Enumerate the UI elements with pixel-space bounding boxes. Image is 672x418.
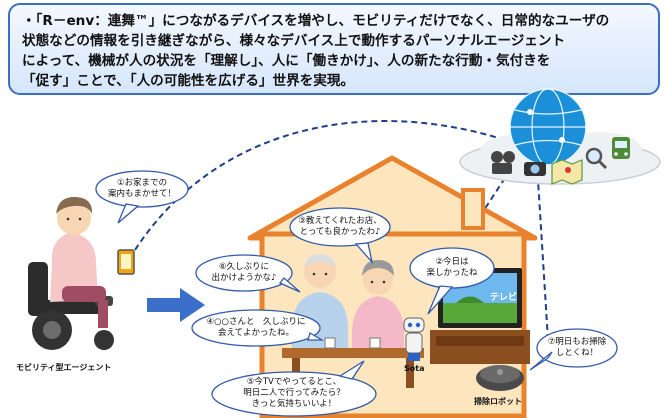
wheelchair-icon	[28, 262, 114, 350]
banner-line-3: によって、機械が人の状況を「理解し」、人に「働きかけ」、人の新たな行動・気付きを	[22, 53, 551, 69]
bubble-text-4: ④○○さんと 久しぶりに 会えてよかったね。	[194, 317, 318, 339]
bubble-text-6: ⑥久しぶりに 出かけようかな♪	[198, 262, 290, 284]
speech-bubbles	[95, 170, 618, 417]
bubble-4-line-2: 会えてよかったね。	[217, 328, 295, 338]
bubble-1-line-2: 案内もまかせて！	[107, 189, 176, 199]
elderly-woman-house-figure	[352, 260, 404, 350]
bubble-3-line-2: とっても良かったわ♪	[299, 227, 381, 237]
tv-label: テレビ	[490, 293, 518, 303]
mobility-agent-label: モビリティ型エージェント	[16, 363, 112, 372]
bubble-text-5: ⑤今TVでやってるとこ、 明日二人で行ってみたら？ きっと気持ちいいよ！	[214, 377, 374, 410]
banner-line-4: 「促す」ことで、「人の可能性を広げる」世界を実現。	[22, 73, 355, 89]
tea-cups	[324, 337, 381, 349]
smartphone-icon	[117, 249, 135, 275]
bubble-5	[211, 360, 377, 417]
train-icon	[612, 137, 630, 159]
bubble-text-2: ②今日は 楽しかったね	[412, 257, 492, 279]
search-icon	[585, 147, 608, 170]
robot-icon	[403, 317, 425, 361]
bubble-7	[529, 328, 618, 371]
cleaning-robot-label: 掃除ロボット	[474, 397, 522, 406]
bubble-5-line-1: ⑤今TVでやってるとこ、	[246, 377, 342, 387]
bubble-3-line-1: ③教えてくれたお店、	[298, 216, 382, 226]
film-icon	[491, 151, 515, 174]
bubble-5-line-3: きっと気持ちいいよ！	[251, 399, 337, 409]
elderly-woman-figure	[50, 196, 108, 328]
banner-line-2: 状態などの情報を引き継ぎながら、様々なデバイス上で動作するパーソナルエージェント	[22, 33, 566, 49]
dashed-link-robot	[537, 179, 549, 341]
bubble-6-line-1: ⑥久しぶりに	[218, 262, 270, 272]
map-icon	[551, 159, 583, 185]
camera-icon	[524, 162, 546, 176]
bubble-7-line-2: しとくね！	[555, 348, 599, 358]
bubble-2	[409, 247, 495, 315]
globe-icon	[509, 88, 587, 166]
bubble-3	[289, 207, 391, 265]
bubble-2-line-1: ②今日は	[435, 257, 469, 267]
bubble-4-line-1: ④○○さんと 久しぶりに	[206, 317, 306, 327]
flow-arrow	[147, 288, 205, 322]
bubble-2-line-2: 楽しかったね	[426, 268, 478, 278]
bubble-1	[95, 170, 189, 224]
bubble-5-line-2: 明日二人で行ってみたら？	[243, 388, 345, 398]
bubble-4	[191, 309, 325, 347]
tv-stand	[430, 330, 530, 364]
bubble-7-line-1: ⑦明日もお掃除	[547, 337, 607, 347]
summary-banner: ・「R－env：連舞™」につながるデバイスを増やし、モビリティだけでなく、日常的…	[8, 3, 660, 95]
bubble-6	[195, 254, 301, 293]
cleaning-robot-icon	[476, 365, 524, 391]
bubble-1-line-1: ①お家までの	[116, 178, 168, 188]
bubble-text-7: ⑦明日もお掃除 しとくね！	[539, 337, 615, 359]
banner-line-1: ・「R－env：連舞™」につながるデバイスを増やし、モビリティだけでなく、日常的…	[22, 13, 610, 29]
bubble-text-3: ③教えてくれたお店、 とっても良かったわ♪	[290, 216, 390, 238]
bubble-text-1: ①お家までの 案内もまかせて！	[98, 178, 186, 200]
bubble-6-line-2: 出かけようかな♪	[211, 273, 277, 283]
sota-label: Sota	[404, 364, 425, 373]
